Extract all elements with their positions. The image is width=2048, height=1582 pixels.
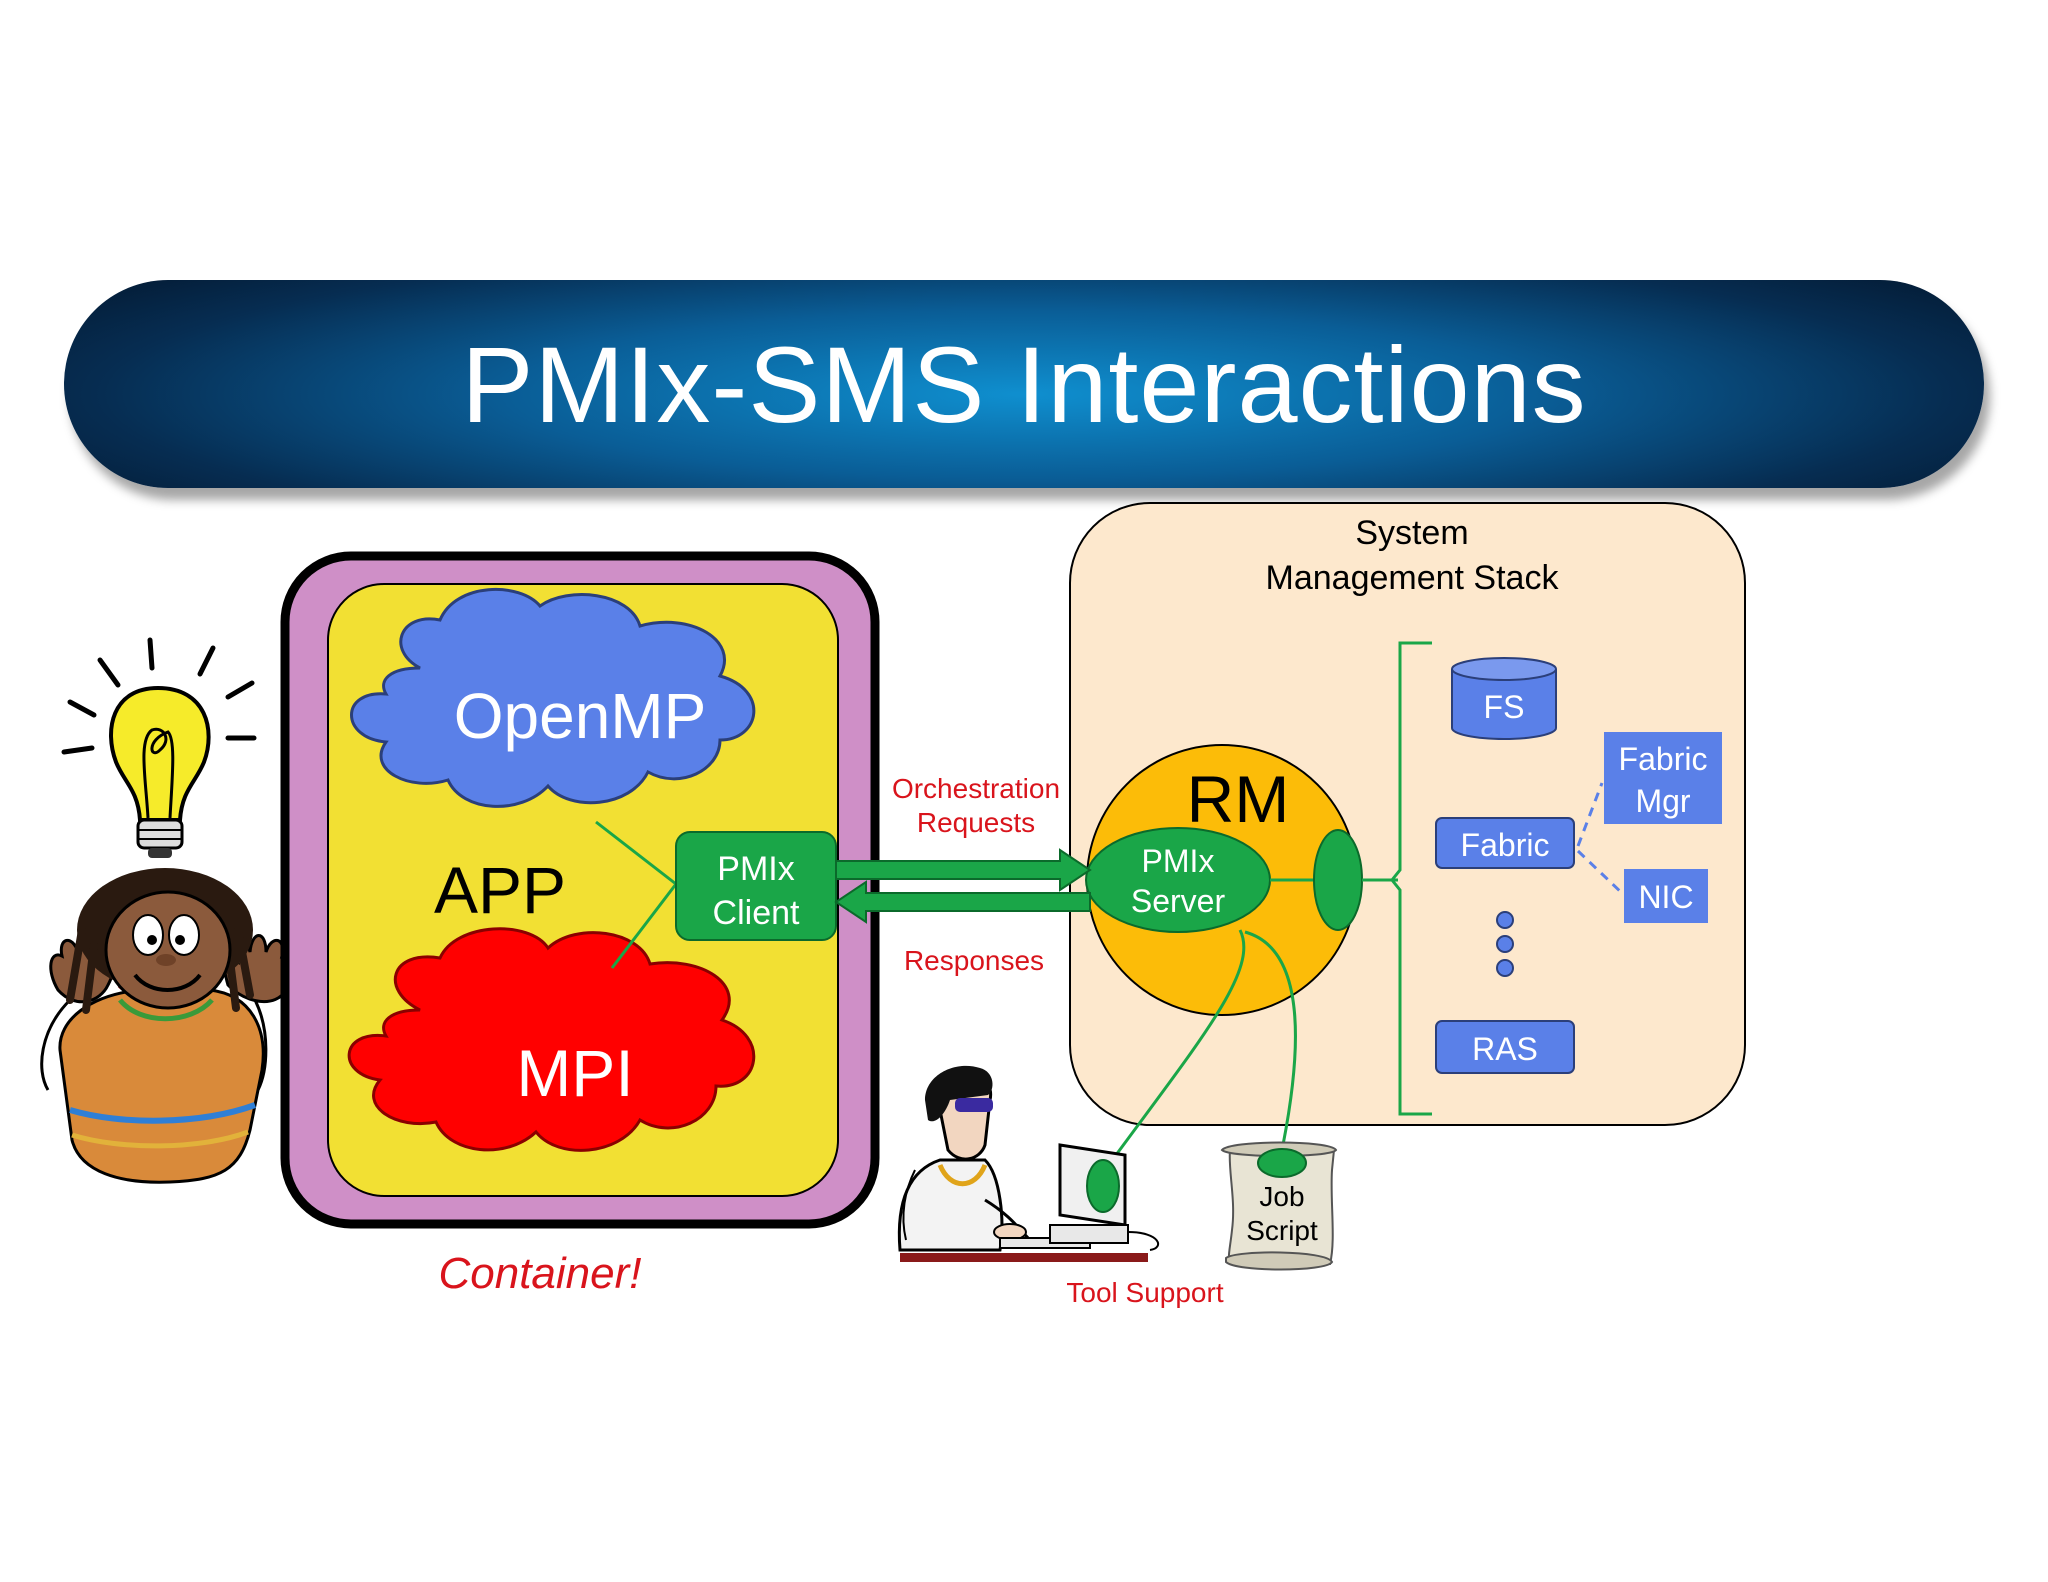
orchestration-arrow [835, 848, 1092, 892]
app-label: APP [434, 853, 566, 927]
fabric-label: Fabric [1461, 827, 1550, 863]
rm-label: RM [1187, 762, 1290, 836]
mpi-label: MPI [516, 1036, 633, 1110]
nic-box [1624, 869, 1708, 923]
pmix-client-line2: Client [713, 894, 800, 932]
components-bracket [1390, 641, 1432, 1116]
programmer-icon [897, 1065, 1160, 1262]
tool-link [1103, 929, 1246, 1171]
job-script-line1: Job [1259, 1181, 1304, 1212]
fabric-mgr-link [1576, 782, 1604, 847]
job-script-link [1244, 930, 1297, 1151]
fs-cylinder [1451, 657, 1557, 740]
person-icon [40, 868, 295, 1184]
pmix-client-line1: PMIx [717, 850, 794, 888]
title-banner [64, 280, 1984, 488]
fs-label: FS [1484, 689, 1525, 725]
nic-link [1576, 849, 1626, 897]
mpi-connector [610, 883, 678, 969]
responses-label: Responses [904, 945, 1044, 976]
ras-box [1435, 1020, 1575, 1074]
pmix-server-line2: Server [1131, 883, 1226, 919]
lightbulb-icon [61, 637, 257, 858]
openmp-label: OpenMP [454, 680, 707, 752]
more-components-dots [1496, 911, 1514, 977]
scroll-icon [1220, 1141, 1338, 1271]
tool-support-label: Tool Support [1066, 1277, 1223, 1308]
job-script-line2: Script [1246, 1215, 1318, 1246]
fabric-box [1435, 817, 1575, 869]
pmix-server-line1: PMIx [1142, 843, 1215, 879]
nic-label: NIC [1638, 879, 1693, 915]
orchestration-label-line1: Orchestration [892, 773, 1060, 804]
fabric-mgr-box [1604, 732, 1722, 824]
pmix-client-box [675, 831, 837, 941]
openmp-connector [595, 820, 677, 886]
sms-label-line2: Management Stack [1266, 559, 1560, 597]
rm-port [1313, 829, 1363, 931]
openmp-cloud [350, 588, 756, 808]
sms-label-line1: System [1355, 514, 1468, 552]
responses-arrow [834, 880, 1091, 924]
mpi-cloud [347, 927, 756, 1152]
ras-label: RAS [1472, 1031, 1538, 1067]
fabric-mgr-line1: Fabric [1619, 741, 1708, 777]
fabric-mgr-line2: Mgr [1635, 783, 1690, 819]
orchestration-label-line2: Requests [917, 807, 1035, 838]
slide-title: PMIx-SMS Interactions [461, 323, 1587, 445]
container-caption: Container! [438, 1249, 641, 1298]
